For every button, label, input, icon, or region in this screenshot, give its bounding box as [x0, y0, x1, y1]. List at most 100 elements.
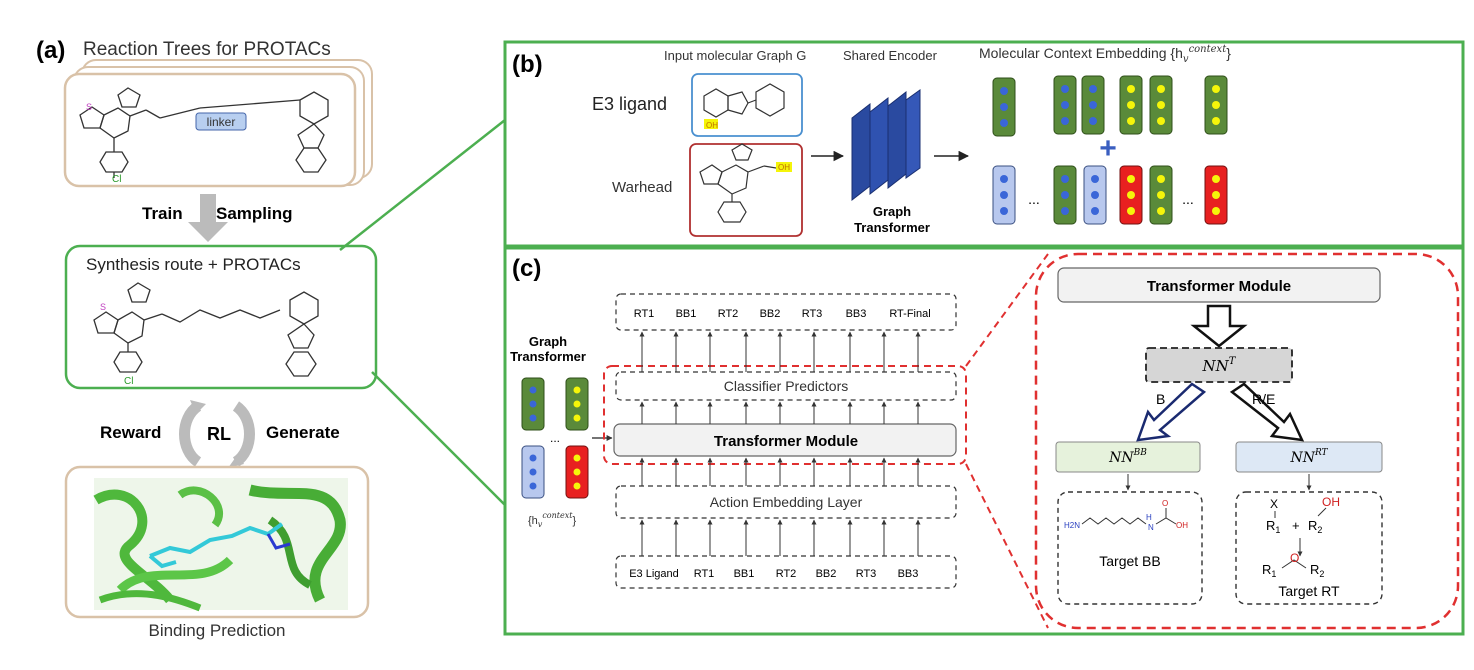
svg-text:+: + — [1292, 518, 1300, 533]
zoom-connector-bottom — [965, 463, 1049, 629]
panel-c: (c) Graph Transformer ... {hvcontext} RT… — [503, 246, 1465, 636]
warhead-molecule — [699, 143, 777, 223]
output-token: RT-Final — [889, 308, 930, 320]
reward-label: Reward — [100, 423, 161, 442]
svg-text:N: N — [1148, 523, 1154, 532]
chlorine-atom-a2: Cl — [124, 376, 133, 387]
svg-text:R1: R1 — [1262, 562, 1276, 579]
graph-transformer-encoder — [851, 89, 921, 202]
vertical-arrows — [639, 331, 921, 556]
rl-arrowhead-left — [190, 400, 206, 414]
rl-cycle-arrow-right — [232, 401, 255, 467]
ellipsis-b2: ... — [1182, 191, 1194, 207]
target-bb-box — [1057, 491, 1203, 605]
linker-box — [195, 112, 247, 131]
output-token: RT1 — [634, 308, 655, 320]
protein-structure-image — [93, 478, 348, 612]
svg-text:O: O — [1290, 551, 1299, 565]
classifier-label: Classifier Predictors — [724, 378, 848, 394]
embedding-node — [1149, 75, 1173, 135]
molecule-sketch-a2 — [93, 282, 319, 377]
action-embedding-box — [615, 485, 957, 519]
embedding-node — [521, 445, 545, 499]
target-bb-label: Target BB — [1099, 553, 1160, 569]
nn-rt-box — [1235, 441, 1383, 473]
connector-top — [339, 119, 506, 251]
linker-label: linker — [207, 115, 236, 129]
embedding-node — [1149, 165, 1173, 225]
transformer-label-c: Transformer — [510, 349, 586, 364]
transformer-module-label: Transformer Module — [714, 433, 858, 450]
oh-text-e3: OH — [706, 121, 718, 130]
graph-label-b: Graph — [873, 204, 911, 219]
panel-a-label: (a) — [36, 37, 65, 64]
action-embedding-label: Action Embedding Layer — [710, 494, 863, 510]
embedding-node — [1081, 75, 1105, 135]
panel-a-title: Reaction Trees for PROTACs — [83, 39, 331, 60]
warhead-label: Warhead — [612, 179, 672, 196]
output-token: RT2 — [718, 308, 739, 320]
ellipsis-c: ... — [550, 431, 560, 445]
graph-label-c: Graph — [529, 334, 567, 349]
panel-b-label: (b) — [512, 51, 543, 78]
input-graph-label: Input molecular Graph G — [664, 48, 806, 63]
context-label-c: {hvcontext} — [528, 511, 576, 529]
branch-b-label: B — [1156, 391, 1165, 407]
synthesis-title: Synthesis route + PROTACs — [86, 255, 301, 274]
output-token: BB1 — [676, 308, 697, 320]
target-rt-label: Target RT — [1278, 583, 1340, 599]
output-token: RT3 — [802, 308, 823, 320]
e3-ligand-molecule — [703, 83, 785, 118]
output-token: BB3 — [846, 308, 867, 320]
nn-bb-box — [1055, 441, 1201, 473]
panel-b-frame — [503, 40, 1465, 248]
output-tokens-box — [615, 293, 957, 331]
input-token: E3 Ligand — [629, 568, 679, 580]
embedding-node — [1119, 165, 1143, 225]
panel-c-frame — [503, 246, 1465, 636]
down-arrow-hollow — [1190, 304, 1248, 348]
svg-text:H2N: H2N — [1064, 521, 1080, 530]
branch-re-label: R/E — [1252, 391, 1275, 407]
embedding-node — [1204, 165, 1228, 225]
warhead-molecule-box — [689, 143, 803, 237]
branch-arrow-rt — [1229, 382, 1305, 442]
e3-ligand-label: E3 ligand — [592, 94, 667, 114]
embedding-node — [1204, 75, 1228, 135]
input-token: BB3 — [898, 568, 919, 580]
plus-sign: + — [1099, 132, 1117, 165]
chlorine-atom-a1: Cl — [112, 174, 121, 185]
branch-arrow-bb — [1136, 382, 1207, 442]
sulfur-atom-a1: S — [86, 102, 92, 112]
svg-text:R2: R2 — [1308, 518, 1322, 535]
svg-text:O: O — [1162, 499, 1168, 508]
context-embeddings — [521, 377, 589, 499]
input-tokens-box — [615, 555, 957, 589]
embedding-node — [992, 77, 1016, 137]
sulfur-atom-a2: S — [100, 302, 106, 312]
embedding-node — [565, 377, 589, 431]
embedding-node — [1083, 165, 1107, 225]
zoom-transformer-module-box — [1057, 267, 1381, 303]
train-label: Train — [142, 204, 183, 223]
svg-text:X: X — [1270, 497, 1278, 511]
input-token: RT3 — [856, 568, 877, 580]
input-token: RT1 — [694, 568, 715, 580]
rl-label: RL — [207, 424, 231, 444]
transformer-label-b: Transformer — [854, 220, 930, 235]
embedding-row-top — [992, 75, 1228, 137]
train-sampling-arrow — [188, 194, 228, 242]
binding-label: Binding Prediction — [148, 621, 285, 640]
embedding-row-bottom — [992, 165, 1228, 225]
nn-bb-label: NNBB — [1108, 448, 1147, 466]
nn-t-label: NNT — [1202, 356, 1237, 375]
embedding-node — [1119, 75, 1143, 135]
sampling-label: Sampling — [216, 204, 293, 223]
panel-a: (a) Reaction Trees for PROTACs S Cl link… — [36, 37, 378, 640]
embedding-node — [1053, 165, 1077, 225]
zoom-region-box — [1034, 252, 1460, 630]
transformer-module-box — [613, 423, 957, 457]
